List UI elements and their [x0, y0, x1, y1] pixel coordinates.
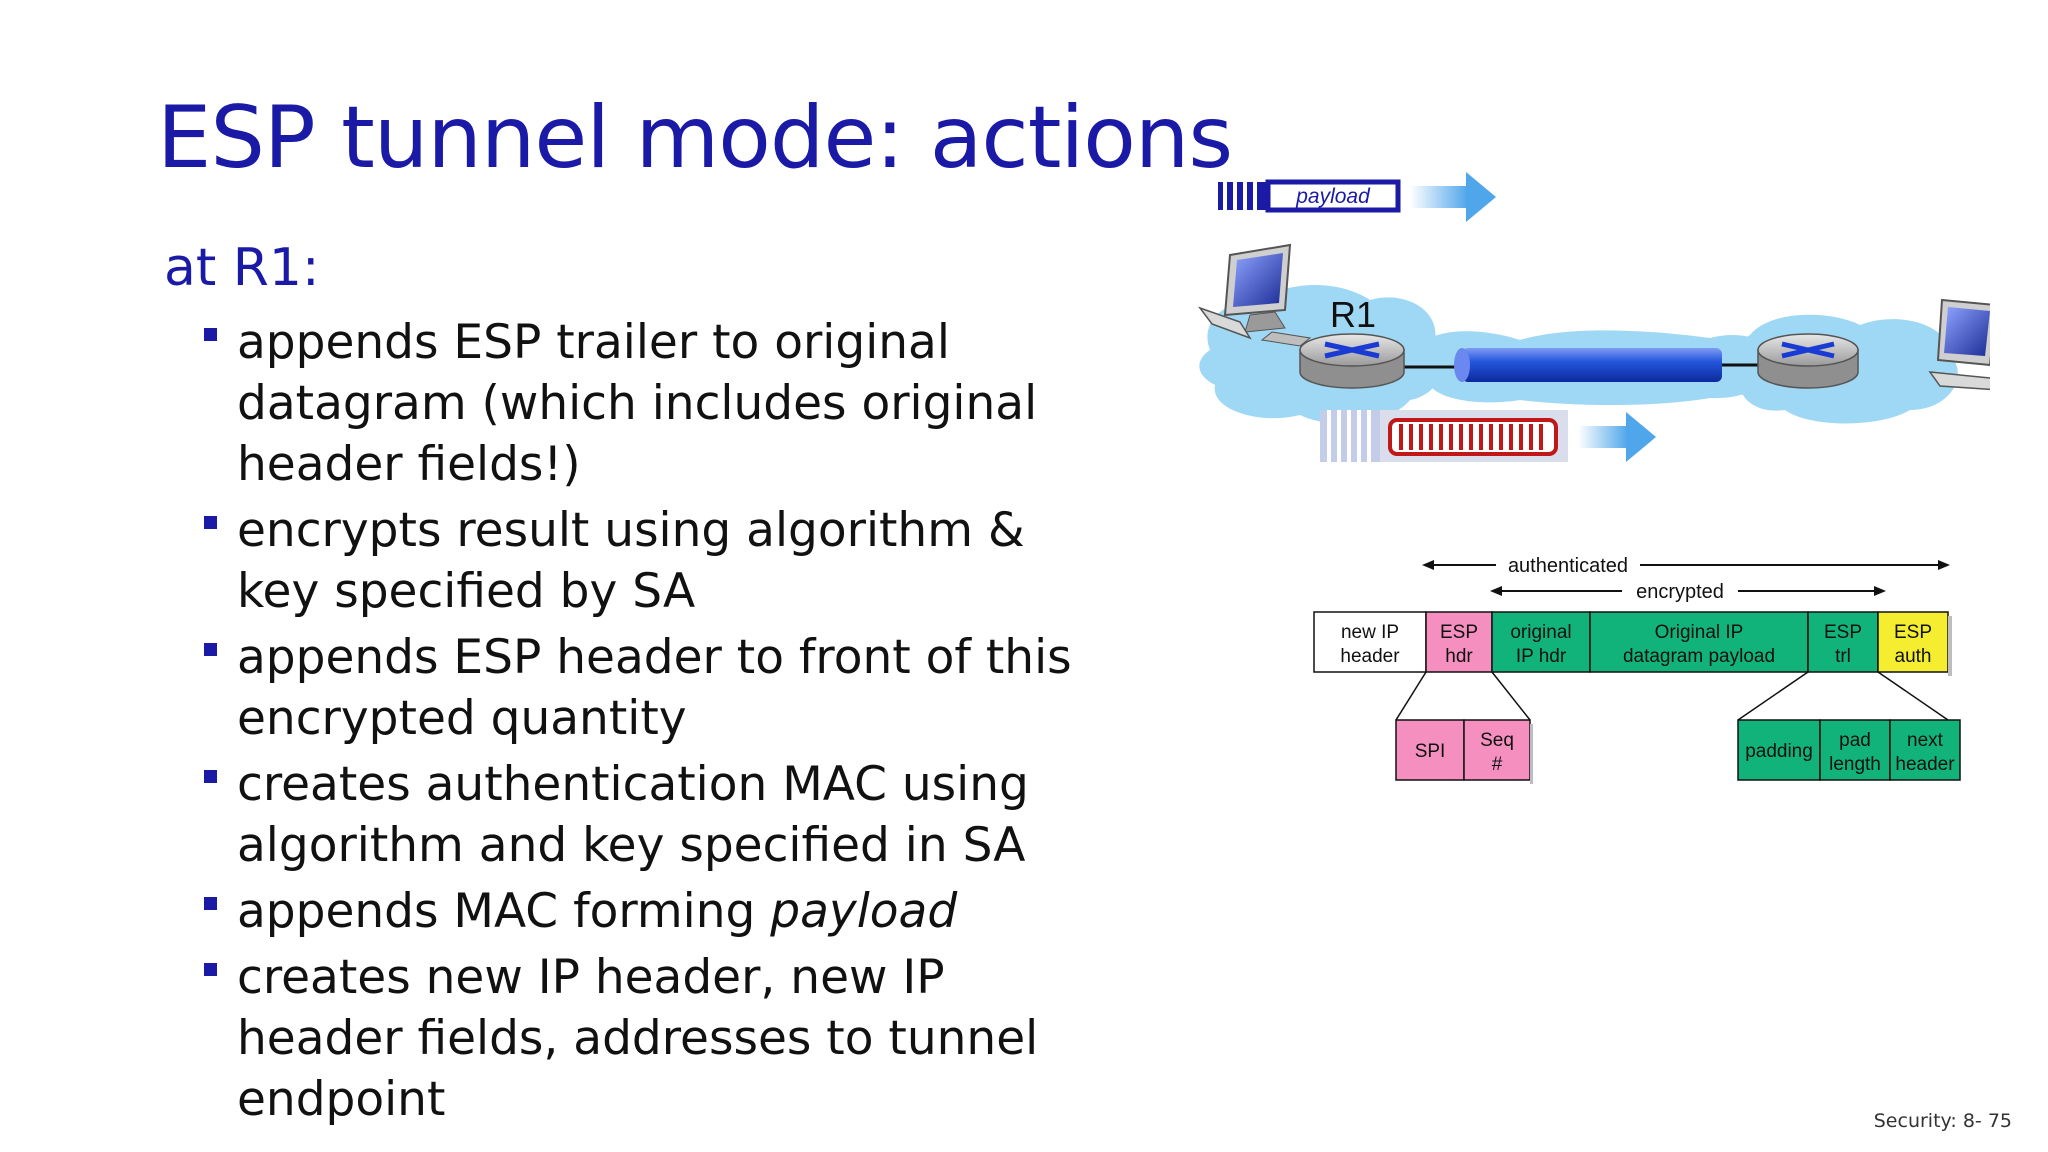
field-pad-length	[1819, 719, 1891, 781]
top-packet: payload	[1218, 179, 1401, 213]
field-original-payload	[1589, 611, 1809, 673]
bullet-item: creates new IP header, new IP header fie…	[200, 947, 1120, 1130]
svg-text:ESP: ESP	[1440, 622, 1478, 643]
esp-header-detail: SPI Seq #	[1395, 719, 1533, 784]
authenticated-bracket: authenticated	[1422, 555, 1950, 577]
expansion-line	[1395, 671, 1427, 721]
svg-text:header: header	[1340, 646, 1400, 667]
top-arrow-icon	[1410, 172, 1496, 222]
svg-text:header: header	[1895, 754, 1955, 775]
esp-trailer-detail: padding pad length next header	[1737, 719, 1961, 781]
field-seq	[1463, 719, 1531, 781]
encrypted-label: encrypted	[1636, 581, 1724, 603]
svg-text:SPI: SPI	[1415, 741, 1446, 762]
slide-title: ESP tunnel mode: actions	[157, 88, 1233, 188]
svg-text:length: length	[1829, 754, 1881, 775]
svg-text:datagram payload: datagram payload	[1623, 646, 1775, 667]
tunneled-packet	[1320, 410, 1568, 462]
bullet-square-icon	[204, 516, 217, 529]
svg-text:Seq: Seq	[1480, 730, 1514, 751]
svg-text:ESP: ESP	[1894, 622, 1932, 643]
field-next-header	[1889, 719, 1961, 781]
encrypted-bracket: encrypted	[1490, 581, 1886, 603]
svg-text:ESP: ESP	[1824, 622, 1862, 643]
svg-text:trl: trl	[1835, 646, 1851, 667]
svg-text:auth: auth	[1895, 646, 1932, 667]
esp-packet: new IP header ESP hdr original IP hdr Or…	[1313, 611, 1952, 676]
field-spi	[1395, 719, 1465, 781]
left-computer-icon	[1197, 243, 1312, 347]
svg-text:Original IP: Original IP	[1655, 622, 1744, 643]
authenticated-label: authenticated	[1508, 555, 1628, 577]
field-esp-auth	[1877, 611, 1949, 673]
right-computer-icon	[1928, 298, 1990, 391]
bullet-square-icon	[204, 770, 217, 783]
bullet-item: creates authentication MAC using algorit…	[200, 754, 1120, 876]
field-padding	[1737, 719, 1821, 781]
svg-text:#: #	[1492, 754, 1503, 775]
svg-text:next: next	[1907, 730, 1944, 751]
bullet-square-icon	[204, 328, 217, 341]
bullet-square-icon	[204, 963, 217, 976]
bullet-item: appends ESP trailer to original datagram…	[200, 312, 1120, 495]
router-r1-icon	[1299, 333, 1405, 389]
expansion-line	[1737, 671, 1809, 721]
svg-text:IP hdr: IP hdr	[1516, 646, 1567, 667]
payload-box	[1265, 179, 1401, 213]
bullet-item: appends MAC forming payload	[200, 881, 1120, 942]
bullet-item: appends ESP header to front of this encr…	[200, 627, 1120, 749]
bullet-square-icon	[204, 897, 217, 910]
ipsec-tunnel	[1454, 348, 1722, 382]
field-original-ip-hdr	[1491, 611, 1591, 673]
bullet-square-icon	[204, 643, 217, 656]
field-esp-hdr	[1425, 611, 1493, 673]
esp-tunnel-diagram: payload R1	[1197, 172, 1990, 784]
svg-text:padding: padding	[1745, 741, 1813, 762]
router-right-icon	[1757, 333, 1859, 389]
bullet-list: appends ESP trailer to original datagram…	[200, 312, 1120, 1135]
svg-text:original: original	[1510, 622, 1571, 643]
bullet-item: encrypts result using algorithm & key sp…	[200, 500, 1120, 622]
payload-label: payload	[1295, 185, 1371, 208]
svg-text:new IP: new IP	[1341, 622, 1399, 643]
slide-number: Security: 8- 75	[1873, 1110, 2012, 1132]
svg-text:hdr: hdr	[1445, 646, 1473, 667]
expansion-line	[1877, 671, 1949, 721]
slide-subtitle: at R1:	[164, 238, 320, 298]
field-esp-trl	[1807, 611, 1879, 673]
svg-text:pad: pad	[1839, 730, 1871, 751]
router-label: R1	[1330, 294, 1376, 335]
expansion-line	[1491, 671, 1531, 721]
bottom-arrow-icon	[1578, 412, 1656, 462]
